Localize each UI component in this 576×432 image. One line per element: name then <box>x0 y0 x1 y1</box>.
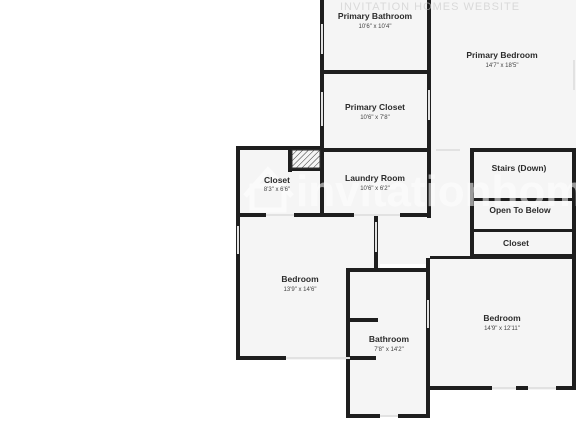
watermark-top-text: INVITATION HOMES WEBSITE <box>340 1 520 13</box>
watermark: INVITATION HOMES WEBSITE invitationhomes <box>243 1 576 216</box>
room-dimensions: 10'6" x 10'4" <box>359 24 392 30</box>
walls <box>236 0 576 418</box>
room-name: Bedroom <box>281 274 319 284</box>
room-open-to-below: Open To Below <box>489 205 551 215</box>
room-dimensions: 10'6" x 7'8" <box>360 115 390 121</box>
room-bathroom: Bathroom 7'8" x 14'2" <box>369 334 410 353</box>
room-dimensions: 8'3" x 6'6" <box>264 187 290 193</box>
house-logo-icon <box>243 166 294 213</box>
room-name: Stairs (Down) <box>492 163 547 173</box>
room-primary-bathroom: Primary Bathroom 10'6" x 10'4" <box>338 11 413 30</box>
room-laundry: Laundry Room 10'6" x 6'2" <box>345 173 405 192</box>
room-primary-closet: Primary Closet 10'6" x 7'8" <box>345 102 405 121</box>
room-name: Laundry Room <box>345 173 405 183</box>
room-bedroom-right: Bedroom 14'9" x 12'11" <box>483 313 521 332</box>
room-name: Primary Bedroom <box>466 50 538 60</box>
room-name: Bathroom <box>369 334 410 344</box>
floor-area <box>238 0 576 416</box>
room-bedroom-left: Bedroom 13'9" x 14'6" <box>281 274 319 293</box>
room-dimensions: 14'9" x 12'11" <box>484 326 520 332</box>
room-name: Closet <box>503 238 529 248</box>
room-dimensions: 7'8" x 14'2" <box>374 347 404 353</box>
watermark-brand: invitationhomes <box>296 167 576 216</box>
room-closet-small: Closet 8'3" x 6'6" <box>264 175 290 193</box>
room-closet-right: Closet <box>503 238 529 248</box>
room-name: Primary Closet <box>345 102 405 112</box>
hatched-shaft <box>291 149 321 169</box>
room-name: Open To Below <box>489 205 551 215</box>
room-name: Closet <box>264 175 290 185</box>
windows <box>237 24 575 417</box>
room-name: Primary Bathroom <box>338 11 413 21</box>
room-dimensions: 14'7" x 18'5" <box>486 63 519 69</box>
room-name: Bedroom <box>483 313 521 323</box>
room-dimensions: 13'9" x 14'6" <box>284 287 317 293</box>
room-primary-bedroom: Primary Bedroom 14'7" x 18'5" <box>466 50 538 69</box>
room-stairs: Stairs (Down) <box>492 163 547 173</box>
room-dimensions: 10'6" x 6'2" <box>360 186 390 192</box>
